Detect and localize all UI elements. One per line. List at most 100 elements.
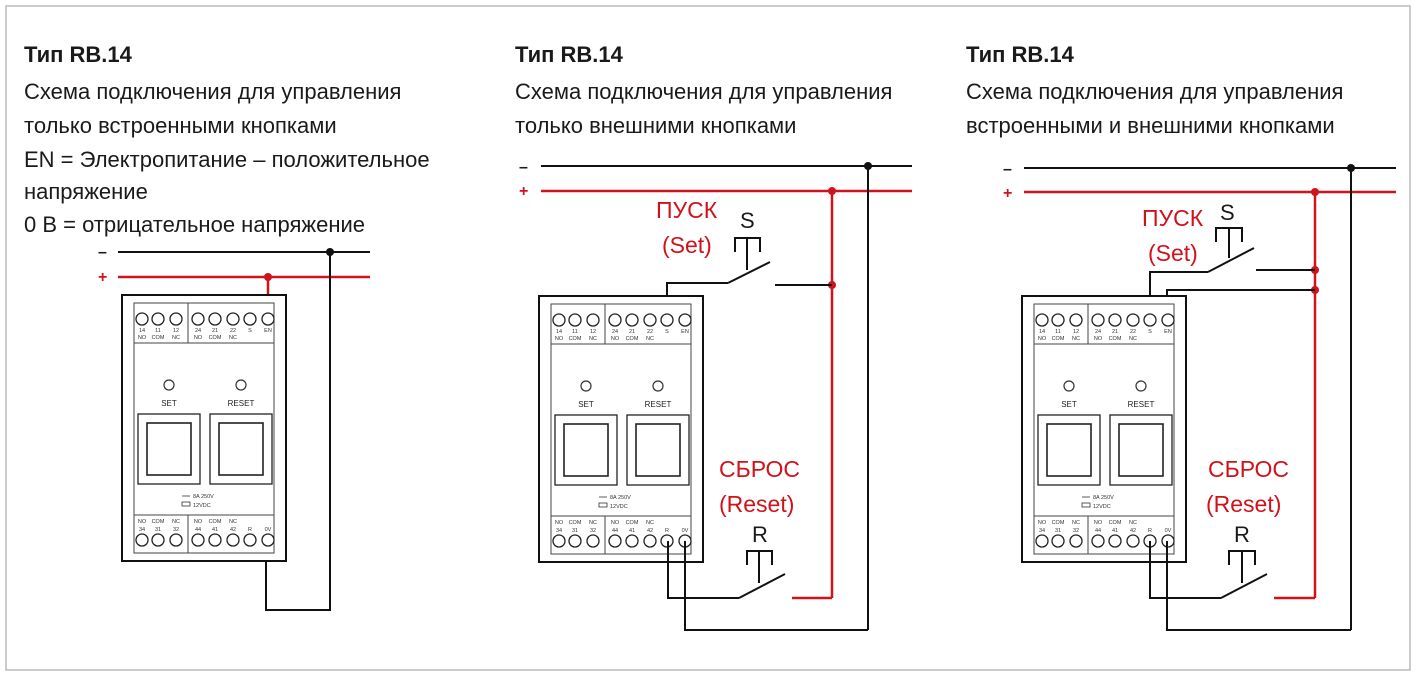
panel-3-reset-en-label: (Reset): [1206, 491, 1281, 517]
terminal-screw-bottom: [151, 533, 165, 547]
led-reset: [1135, 380, 1147, 392]
terminal-sub-top: NC: [229, 335, 237, 341]
terminal-sub-top: NO: [555, 336, 564, 342]
terminal-label-top: 11: [572, 329, 578, 335]
terminal-screw-top: [568, 313, 582, 327]
panel-3: Тип RB.14 Схема подключения для управлен…: [966, 42, 1396, 631]
terminal-screw-top: [1051, 313, 1065, 327]
terminal-label-bottom: 32: [590, 528, 596, 534]
rating-coil: 12VDC: [193, 503, 211, 509]
terminal-label-top: S: [1148, 329, 1152, 335]
terminal-label-bottom: 41: [629, 528, 635, 534]
terminal-screw-bottom: [625, 534, 639, 548]
set-label: SET: [578, 400, 594, 409]
panel-3-start-en-label: (Set): [1148, 240, 1198, 266]
terminal-label-bottom: 44: [1095, 528, 1101, 534]
terminal-screw-top: [586, 313, 600, 327]
terminal-label-bottom: 31: [572, 528, 578, 534]
led-set: [1063, 380, 1075, 392]
rating-contacts: 8A 250V: [610, 495, 631, 501]
panel-3-reset-label: СБРОС: [1208, 456, 1289, 482]
led-set: [163, 379, 175, 391]
panel-1-desc-line-5: 0 В = отрицательное напряжение: [24, 212, 365, 237]
terminal-label-top: 24: [1095, 329, 1101, 335]
terminal-label-bottom: 42: [1130, 528, 1136, 534]
terminal-screw-top: [1126, 313, 1140, 327]
terminal-sub-top: NO: [1038, 336, 1047, 342]
terminal-label-top: 14: [556, 329, 562, 335]
terminal-label-top: 11: [155, 328, 161, 334]
terminal-screw-top: [1069, 313, 1083, 327]
terminal-label-bottom: 41: [1112, 528, 1118, 534]
panel-3-plus-label: +: [1003, 185, 1012, 202]
terminal-label-top: 24: [612, 329, 618, 335]
terminal-screw-bottom: [191, 533, 205, 547]
terminal-screw-bottom: [226, 533, 240, 547]
panel-3-switch-s-icon: [1207, 227, 1255, 273]
panel-2-desc-line-1: Схема подключения для управления: [515, 79, 892, 104]
terminal-label-bottom: R: [248, 527, 252, 533]
terminal-screw-bottom: [1108, 534, 1122, 548]
panel-2-title: Тип RB.14: [515, 42, 624, 67]
terminal-label-bottom: 44: [612, 528, 618, 534]
reset-label: RESET: [1128, 400, 1155, 409]
terminal-screw-top: [608, 313, 622, 327]
terminal-screw-top: [1091, 313, 1105, 327]
rating-coil: 12VDC: [1093, 504, 1111, 510]
terminal-label-top: 12: [1073, 329, 1079, 335]
terminal-sub-top: NC: [1129, 336, 1137, 342]
terminal-screw-top: [261, 312, 275, 326]
panel-2-r-wire: [667, 541, 739, 599]
terminal-sub-bottom: NO: [611, 520, 620, 526]
terminal-sub-top: NC: [1072, 336, 1080, 342]
panel-1-plus-label: +: [98, 269, 107, 286]
terminal-label-bottom: R: [665, 528, 669, 534]
panel-3-switch-s-label: S: [1220, 200, 1235, 225]
terminal-screw-bottom: [1126, 534, 1140, 548]
reset-label: RESET: [228, 399, 255, 408]
reset-label: RESET: [645, 400, 672, 409]
panel-3-0v-wire: [1166, 541, 1351, 631]
panel-3-switch-r-label: R: [1234, 522, 1250, 547]
led-set: [580, 380, 592, 392]
terminal-screw-bottom: [1051, 534, 1065, 548]
panel-1: Тип RB.14 Схема подключения для управлен…: [24, 42, 430, 611]
terminal-screw-top: [643, 313, 657, 327]
terminal-screw-top: [135, 312, 149, 326]
terminal-sub-bottom: NC: [1129, 520, 1137, 526]
panel-2-relay: 14NONO3411COMCOM3112NCNC3224NONO4421COMC…: [538, 295, 704, 563]
panel-3-relay: 14NONO3411COMCOM3112NCNC3224NONO4421COMC…: [1021, 295, 1187, 563]
terminal-sub-bottom: NO: [555, 520, 564, 526]
terminal-screw-top: [169, 312, 183, 326]
terminal-label-top: 11: [1055, 329, 1061, 335]
terminal-sub-bottom: COM: [209, 519, 222, 525]
panel-2-switch-s-icon: [727, 237, 771, 284]
terminal-screw-top: [226, 312, 240, 326]
set-label: SET: [1061, 400, 1077, 409]
terminal-sub-top: NC: [172, 335, 180, 341]
terminal-label-bottom: 34: [139, 527, 145, 533]
terminal-screw-bottom: [208, 533, 222, 547]
panel-2-plus-label: +: [519, 183, 528, 200]
panel-2-switch-r-label: R: [752, 522, 768, 547]
terminal-screw-bottom: [552, 534, 566, 548]
panel-2-reset-en-label: (Reset): [719, 491, 794, 517]
panel-3-minus-label: –: [1003, 161, 1012, 178]
panel-1-desc-line-3: EN = Электропитание – положительное: [24, 147, 430, 172]
terminal-label-top: S: [665, 329, 669, 335]
terminal-label-top: 21: [212, 328, 218, 334]
panel-3-desc-line-2: встроенными и внешними кнопками: [966, 113, 1335, 138]
terminal-label-bottom: 31: [155, 527, 161, 533]
panel-1-minus-label: –: [98, 244, 107, 261]
terminal-screw-top: [1161, 313, 1175, 327]
panel-1-desc-line-2: только встроенными кнопками: [24, 113, 337, 138]
terminal-sub-bottom: NO: [194, 519, 203, 525]
terminal-screw-bottom: [1091, 534, 1105, 548]
panel-2-switch-r-icon: [738, 550, 786, 599]
terminal-screw-top: [151, 312, 165, 326]
terminal-screw-top: [191, 312, 205, 326]
terminal-sub-bottom: COM: [626, 520, 639, 526]
terminal-screw-top: [1108, 313, 1122, 327]
terminal-label-top: EN: [1164, 329, 1172, 335]
